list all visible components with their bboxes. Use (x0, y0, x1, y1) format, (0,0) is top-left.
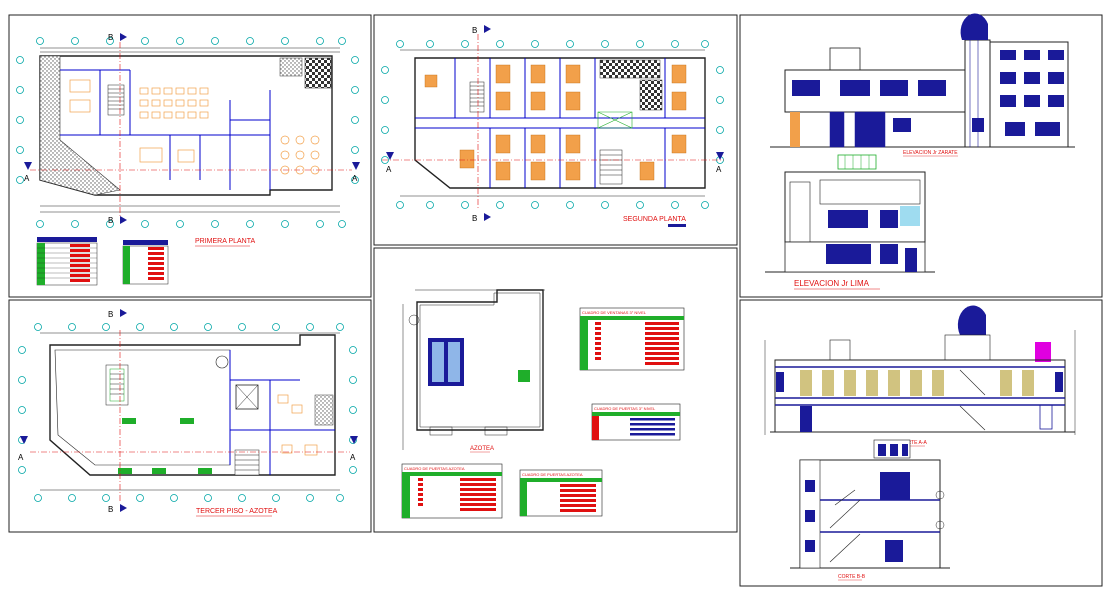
plan-tercer-piso: B B A A TERCER PISO - AZOTEA (18, 309, 358, 517)
panel-azotea (373, 247, 738, 533)
panel-elevaciones (739, 14, 1103, 298)
north-arrow-icon (408, 314, 420, 326)
title-corte-bb: CORTE B-B (838, 574, 866, 580)
schedule-table-1 (36, 237, 98, 286)
panel-primera-planta (8, 14, 372, 298)
axis-a-right: A (350, 453, 356, 462)
plan-azotea: AZOTEA CUADRO DE VENTANAS 3° NIVEL CUADR… (401, 289, 685, 519)
panel-cortes (739, 299, 1103, 587)
axis-b-bottom: B (108, 216, 113, 225)
schedule-puertas-azotea-2: CUADRO DE PUERTAS AZOTEA (519, 469, 603, 517)
axis-a-left: A (18, 453, 24, 462)
axis-a-left: A (24, 174, 30, 183)
schedule-puertas-3-nivel: CUADRO DE PUERTAS 3° NIVEL (591, 403, 681, 441)
title-segunda-planta: SEGUNDA PLANTA (623, 216, 686, 223)
schedule-table-2 (122, 240, 169, 285)
schedule-ventanas-title: CUADRO DE VENTANAS 3° NIVEL (582, 310, 647, 315)
axis-b-top: B (472, 26, 477, 35)
schedule-puertas-azotea-1: CUADRO DE PUERTAS AZOTEA (401, 463, 503, 519)
furniture-beds (424, 64, 687, 181)
stair-icon (829, 489, 861, 563)
stair-icon (107, 84, 125, 116)
section-arrow-icon (24, 33, 360, 224)
drawing-elevaciones: ELEVACION Jr ZARATE ELEVACION Jr LIMA (765, 13, 1075, 290)
drawing-cortes: CORTE A-A CORTE B-B (764, 305, 1076, 581)
stair-icon (469, 81, 623, 185)
axis-b-top: B (108, 310, 113, 319)
section-arrow-icon (484, 25, 491, 33)
axis-b-bottom: B (108, 505, 113, 514)
corte-aa: CORTE A-A (764, 305, 1076, 447)
furniture-tables (69, 79, 320, 175)
elevacion-zarate: ELEVACION Jr ZARATE (770, 13, 1075, 157)
grid-bubbles-top (16, 37, 359, 228)
schedule-puertas-title: CUADRO DE PUERTAS 3° NIVEL (594, 406, 656, 411)
grid-bubble-icon (36, 37, 44, 45)
plan-segunda-planta: B B A A SEGUNDA PLANTA (381, 25, 724, 227)
stair-icon (959, 369, 986, 431)
title-elevacion-lima: ELEVACION Jr LIMA (794, 279, 870, 288)
axis-a-left: A (386, 165, 392, 174)
title-azotea: AZOTEA (470, 446, 494, 452)
corte-bb: CORTE B-B (790, 439, 950, 581)
title-primera-planta: PRIMERA PLANTA (195, 238, 255, 245)
axis-b-bottom: B (472, 214, 477, 223)
section-arrow-icon (120, 309, 127, 317)
axis-a-right: A (716, 165, 722, 174)
title-corte-aa: CORTE A-A (900, 440, 928, 446)
schedule-puertas-azotea-1-title: CUADRO DE PUERTAS AZOTEA (404, 466, 465, 471)
title-elevacion-zarate: ELEVACION Jr ZARATE (903, 150, 958, 156)
schedule-ventanas-3-nivel: CUADRO DE VENTANAS 3° NIVEL (579, 307, 685, 371)
panel-tercer-piso (8, 299, 372, 533)
stair-icon (105, 364, 260, 476)
elevacion-lima: ELEVACION Jr LIMA (765, 154, 935, 290)
panel-segunda-planta (373, 14, 738, 246)
title-tercer-piso: TERCER PISO - AZOTEA (196, 508, 278, 515)
schedule-puertas-azotea-2-title: CUADRO DE PUERTAS AZOTEA (522, 472, 583, 477)
plan-primera-planta: B B A A PRIMERA PLANTA (16, 33, 360, 286)
axis-a-right: A (352, 174, 358, 183)
axis-b-top: B (108, 33, 113, 42)
